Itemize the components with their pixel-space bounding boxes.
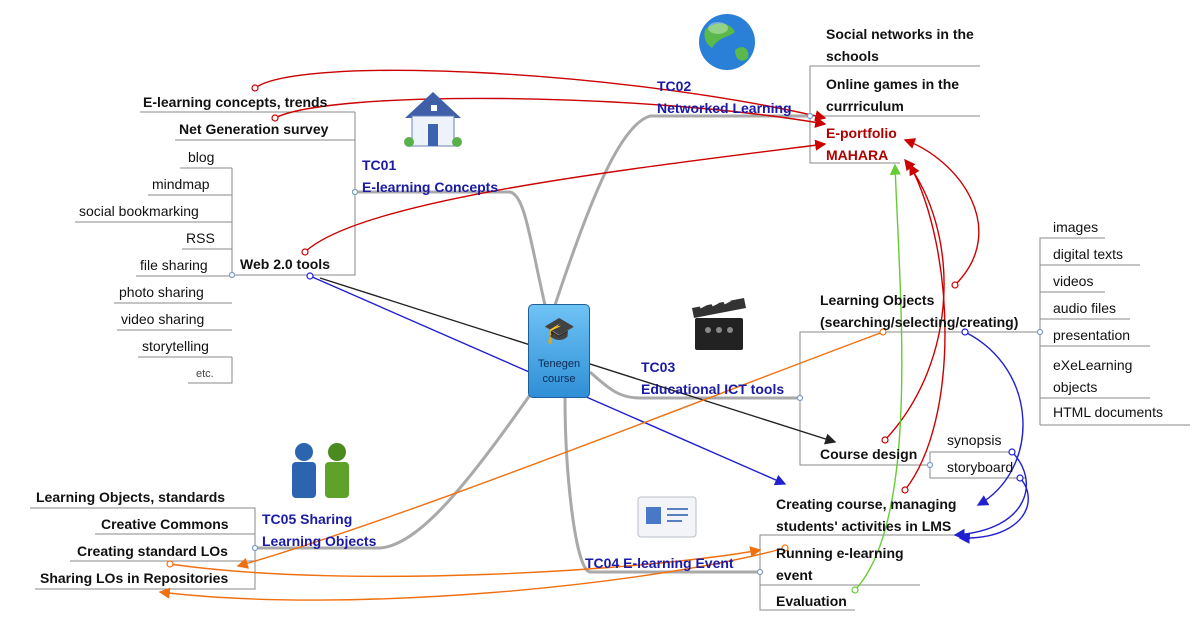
node-web20-etc[interactable]: etc. <box>196 368 214 380</box>
topic-tc05-code: TC05 Sharing <box>262 511 353 527</box>
node-learning-objects[interactable]: Learning Objects (searching/selecting/cr… <box>820 289 1018 333</box>
node-creating-course[interactable]: Creating course, managing students' acti… <box>776 496 957 534</box>
topic-tc03[interactable]: TC03 Educational ICT tools <box>641 356 784 400</box>
central-topic-line2: course <box>542 373 576 385</box>
node-elearning-concepts[interactable]: E-learning concepts, trends <box>143 94 328 110</box>
link-evaluation-eportfolio <box>854 163 903 591</box>
people-icon <box>292 443 349 498</box>
cross-links <box>158 69 1029 601</box>
topic-tc02[interactable]: TC02 Networked Learning <box>657 75 792 119</box>
node-learning-objects-line2: (searching/selecting/creating) <box>820 314 1019 330</box>
link-netgen-eportfolio <box>274 97 827 128</box>
node-web20-video-sharing[interactable]: video sharing <box>121 311 205 327</box>
topic-tc01-code: TC01 <box>362 157 397 173</box>
node-net-generation-survey[interactable]: Net Generation survey <box>179 121 329 137</box>
node-lo-images[interactable]: images <box>1053 219 1099 235</box>
node-web20-social-bookmarking[interactable]: social bookmarking <box>79 203 199 219</box>
node-lo-presentation[interactable]: presentation <box>1053 327 1131 343</box>
topic-tc05-title: Learning Objects <box>262 533 377 549</box>
branch-tc02 <box>553 114 810 306</box>
link-lo-lms <box>964 331 1024 506</box>
link-elearning-eportfolio <box>254 69 827 122</box>
node-lo-standards[interactable]: Learning Objects, standards <box>36 489 226 505</box>
branch-tc03 <box>588 370 800 400</box>
node-storyboard[interactable]: storyboard <box>947 459 1014 475</box>
node-lo-audio-files[interactable]: audio files <box>1053 300 1117 316</box>
branch-tc04 <box>563 397 760 574</box>
link-lo-eportfolio <box>903 138 980 286</box>
central-topic-node[interactable]: 🎓 Tenegen course <box>528 304 590 398</box>
topic-tc02-code: TC02 <box>657 78 692 94</box>
node-social-networks[interactable]: Social networks in the schools <box>826 26 974 64</box>
sub-branches <box>30 65 1190 611</box>
node-lo-exelearning[interactable]: eXeLearning objects <box>1053 357 1133 395</box>
link-storyboard-lms <box>958 477 1029 544</box>
topic-tc01-title: E-learning Concepts <box>362 179 499 195</box>
node-learning-objects-line1: Learning Objects <box>820 292 935 308</box>
link-lo-creatingstd <box>236 331 884 569</box>
node-eportfolio-line2: MAHARA <box>826 147 889 163</box>
node-lo-html-documents[interactable]: HTML documents <box>1053 404 1163 420</box>
clapperboard-icon <box>692 298 746 350</box>
node-lo-videos[interactable]: videos <box>1053 273 1094 289</box>
node-eportfolio[interactable]: E-portfolio MAHARA <box>826 122 897 166</box>
node-web20-blog[interactable]: blog <box>188 149 215 165</box>
node-evaluation[interactable]: Evaluation <box>776 593 847 609</box>
branch-tc01 <box>355 190 547 306</box>
node-web20-storytelling[interactable]: storytelling <box>142 338 209 354</box>
central-topic-line1: Tenegen <box>537 358 581 370</box>
node-web20-mindmap[interactable]: mindmap <box>152 176 210 192</box>
main-branches <box>255 114 810 574</box>
node-creating-standard-los[interactable]: Creating standard LOs <box>77 543 228 559</box>
node-sharing-los[interactable]: Sharing LOs in Repositories <box>40 570 229 586</box>
topic-tc04[interactable]: TC04 E-learning Event <box>585 555 734 571</box>
topic-tc03-title: Educational ICT tools <box>641 381 785 397</box>
topic-tc03-code: TC03 <box>641 359 676 375</box>
link-creating-eportfolio <box>904 163 946 491</box>
node-web20-file-sharing[interactable]: file sharing <box>140 257 208 273</box>
link-creatingstd-lms <box>169 546 762 578</box>
node-web20-photo-sharing[interactable]: photo sharing <box>119 284 204 300</box>
graduation-cap-icon: 🎓 <box>543 315 576 345</box>
house-icon <box>404 92 462 147</box>
node-eportfolio-line1: E-portfolio <box>826 125 897 141</box>
link-web20-eportfolio <box>304 139 827 253</box>
node-synopsis[interactable]: synopsis <box>947 432 1002 448</box>
globe-icon <box>699 14 755 70</box>
topic-tc02-title: Networked Learning <box>657 100 792 116</box>
node-web20-rss[interactable]: RSS <box>186 230 215 246</box>
link-sharing-lms <box>158 547 786 601</box>
topic-tc05[interactable]: TC05 Sharing Learning Objects <box>262 508 376 552</box>
node-lo-digital-texts[interactable]: digital texts <box>1053 246 1124 262</box>
link-synopsis-lms <box>953 451 1027 540</box>
node-web20-tools[interactable]: Web 2.0 tools <box>240 256 330 272</box>
node-course-design[interactable]: Course design <box>820 446 918 462</box>
id-card-icon <box>637 496 697 538</box>
branch-tc05 <box>255 394 532 550</box>
connector-dots <box>166 84 1044 594</box>
node-creative-commons[interactable]: Creative Commons <box>101 516 229 532</box>
node-running-event[interactable]: Running e-learning event <box>776 545 904 583</box>
topic-tc01[interactable]: TC01 E-learning Concepts <box>362 154 498 198</box>
node-online-games[interactable]: Online games in the currriculum <box>826 76 960 114</box>
